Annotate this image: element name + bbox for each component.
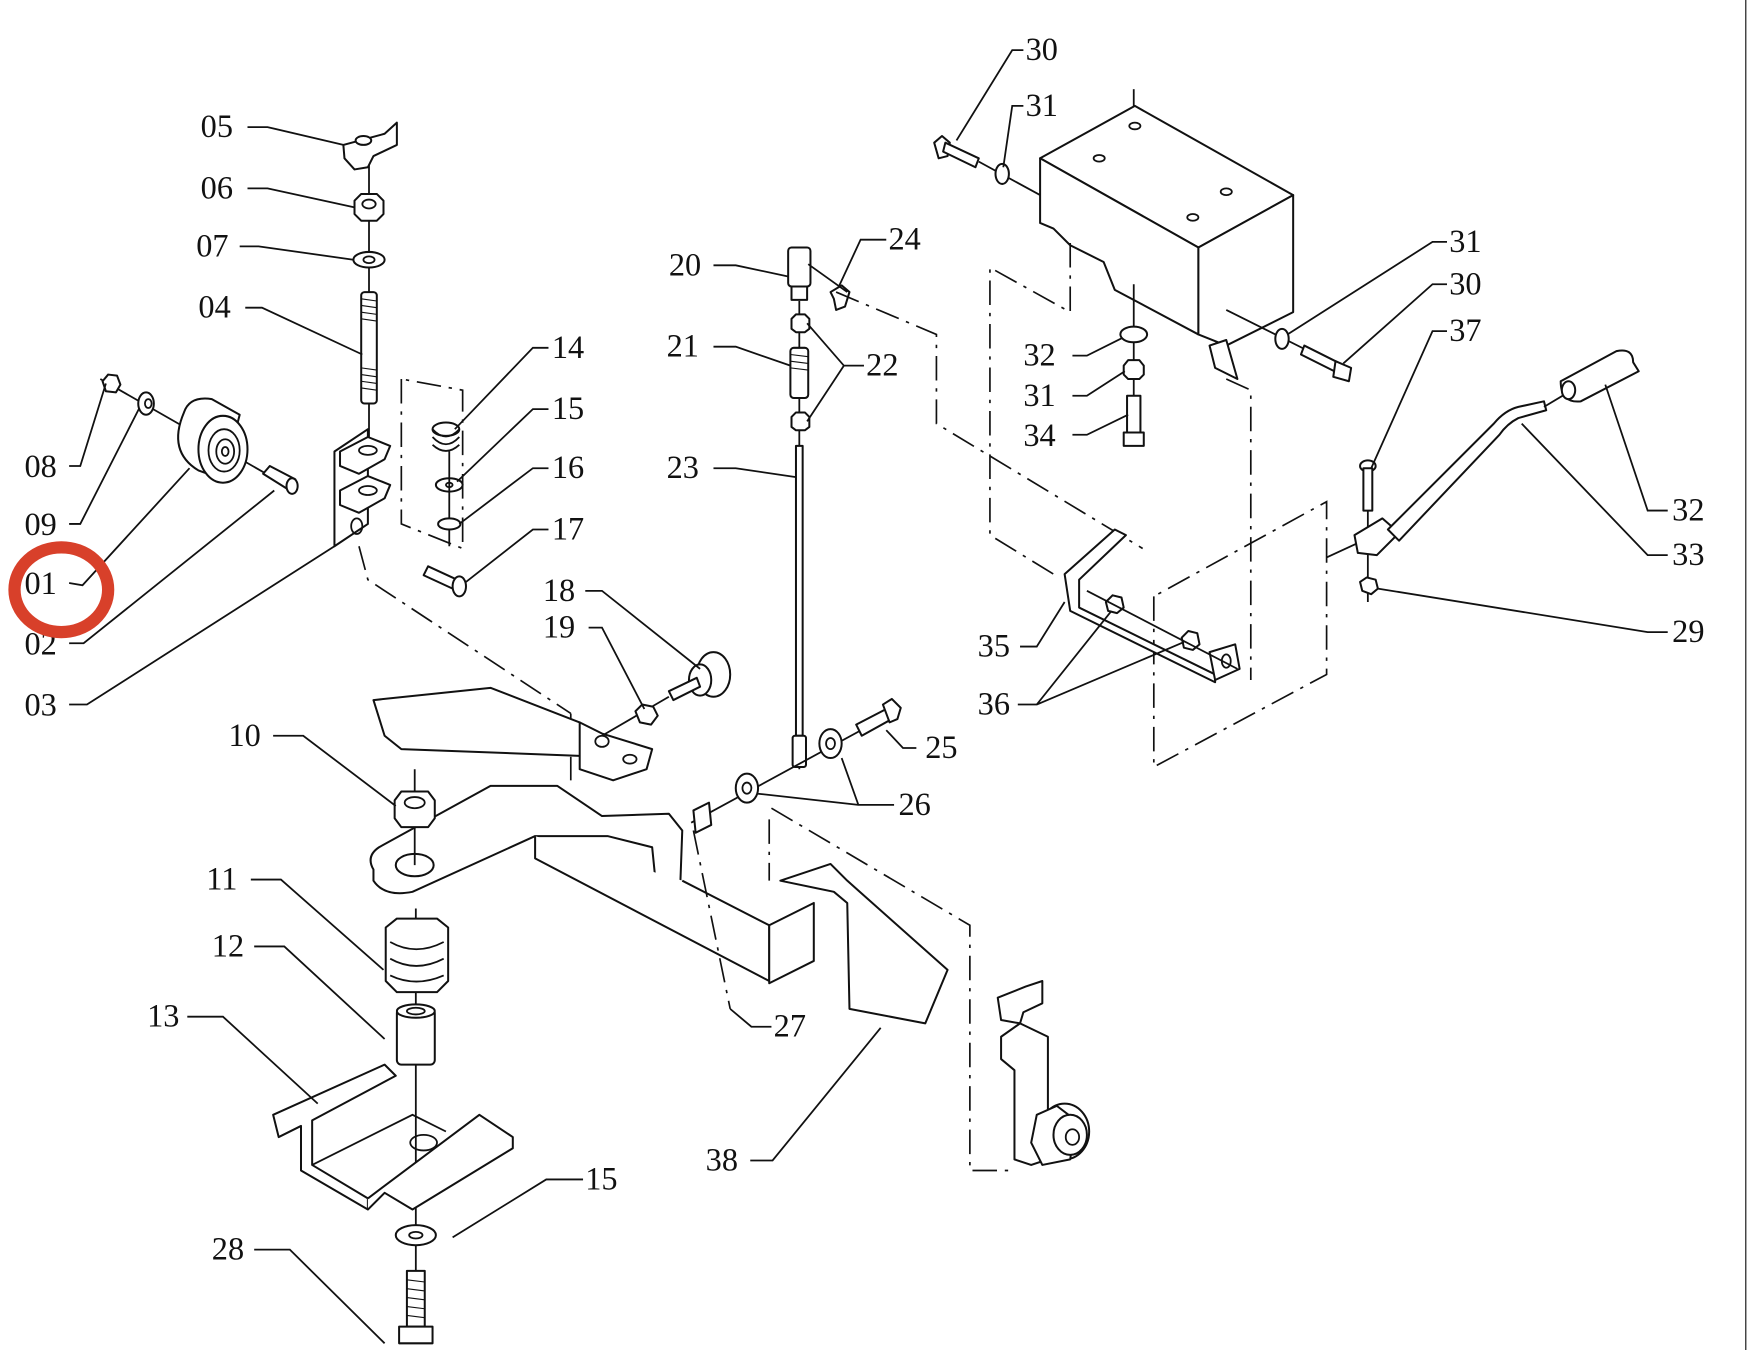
part-31-washer-right	[1274, 327, 1290, 350]
highlight-circle	[8, 541, 115, 639]
label-03: 03	[25, 687, 57, 723]
part-29-clamp	[1353, 517, 1401, 557]
label-24: 24	[888, 221, 920, 257]
label-01: 01	[25, 565, 57, 601]
label-18: 18	[543, 572, 575, 608]
label-13: 13	[147, 998, 179, 1034]
label-30-upper: 30	[1026, 31, 1058, 67]
part-27-tab	[692, 801, 713, 834]
part-26-washer-b	[818, 728, 843, 760]
part-02-sleeve	[262, 464, 299, 495]
part-24-clip	[829, 284, 851, 311]
label-09: 09	[25, 506, 57, 542]
label-36: 36	[978, 686, 1010, 722]
part-30-bolt-lower	[1299, 344, 1353, 383]
part-06-hex-nut	[353, 192, 385, 222]
label-15-upper: 15	[552, 390, 584, 426]
label-11: 11	[206, 861, 237, 897]
part-19-nut	[634, 703, 659, 726]
label-27: 27	[774, 1008, 806, 1044]
label-29: 29	[1672, 613, 1704, 649]
part-20-clevis	[787, 246, 812, 301]
label-06: 06	[201, 169, 233, 205]
label-28: 28	[212, 1231, 244, 1267]
part-31-washer-upper	[994, 162, 1010, 185]
part-12-sleeve	[395, 1003, 436, 1066]
part-36-nut-b	[1180, 629, 1201, 651]
label-05: 05	[201, 108, 233, 144]
part-01-roller	[177, 397, 249, 484]
part-31-lock-washer	[1122, 359, 1145, 381]
part-36-nut-a	[1104, 594, 1125, 615]
label-31-right: 31	[1449, 223, 1481, 259]
label-25: 25	[925, 729, 957, 765]
label-04: 04	[198, 289, 230, 325]
label-16: 16	[552, 449, 584, 485]
part-23-rod	[794, 444, 804, 737]
part-22-nut-lower	[790, 411, 811, 432]
label-22: 22	[866, 347, 898, 383]
part-18-thumb-screw	[667, 651, 732, 702]
part-28-bolt	[398, 1269, 434, 1345]
part-04-stud	[360, 291, 378, 405]
left-assembly	[99, 121, 572, 781]
label-17: 17	[552, 511, 584, 547]
label-33: 33	[1672, 536, 1704, 572]
label-19: 19	[543, 609, 575, 645]
label-38: 38	[706, 1142, 738, 1178]
part-37-bolt	[1359, 459, 1377, 512]
label-37: 37	[1449, 312, 1481, 348]
label-21: 21	[667, 328, 699, 364]
label-12: 12	[212, 927, 244, 963]
part-07-washer	[352, 250, 386, 269]
label-14: 14	[552, 329, 584, 365]
part-26-washer-a	[734, 772, 760, 804]
part-14-spring	[431, 421, 461, 452]
label-30-right: 30	[1449, 265, 1481, 301]
part-34-bolt	[1122, 394, 1145, 447]
part-16-e-ring	[437, 517, 462, 531]
right-box-assembly	[835, 89, 1353, 769]
lever-assembly	[1326, 349, 1640, 602]
label-32-grip: 32	[1672, 492, 1704, 528]
part-05-wing-knob	[342, 121, 398, 171]
label-31-upper: 31	[1026, 87, 1058, 123]
label-31-lower: 31	[1023, 377, 1055, 413]
label-07: 07	[196, 227, 228, 263]
label-08: 08	[25, 448, 57, 484]
label-32-washer: 32	[1023, 337, 1055, 373]
part-13-channel	[272, 1063, 514, 1211]
callout-labels: 05 06 07 04 08 09 01 02 03 14 15 16 17 1…	[25, 31, 1705, 1267]
part-33-lever	[1386, 400, 1548, 542]
leader-lines	[68, 49, 1668, 1344]
part-03-bracket	[333, 428, 392, 548]
label-20: 20	[669, 246, 701, 282]
label-15-lower: 15	[585, 1160, 617, 1196]
label-34: 34	[1023, 417, 1055, 453]
center-rod	[690, 246, 1015, 1172]
part-22-nut-upper	[790, 313, 811, 334]
part-09-washer	[137, 391, 155, 416]
part-25-bolt	[855, 697, 902, 737]
part-29-nut	[1359, 576, 1379, 596]
label-10: 10	[229, 717, 261, 753]
center-frame	[272, 651, 815, 1345]
part-32-washer	[1119, 325, 1149, 344]
part-17-screw	[422, 565, 467, 598]
label-35: 35	[978, 628, 1010, 664]
part-30-bolt-upper	[933, 135, 980, 169]
part-21-adjuster	[789, 346, 810, 399]
part-32-grip	[1559, 349, 1640, 403]
roller-assembly-view	[996, 980, 1091, 1166]
part-11-spring	[384, 908, 450, 1271]
part-08-nut	[101, 373, 122, 394]
part-10-nut	[393, 769, 436, 866]
label-26: 26	[899, 786, 931, 822]
label-23: 23	[667, 449, 699, 485]
part-38-flap	[779, 862, 949, 1025]
part-15b-washer	[394, 1224, 437, 1247]
